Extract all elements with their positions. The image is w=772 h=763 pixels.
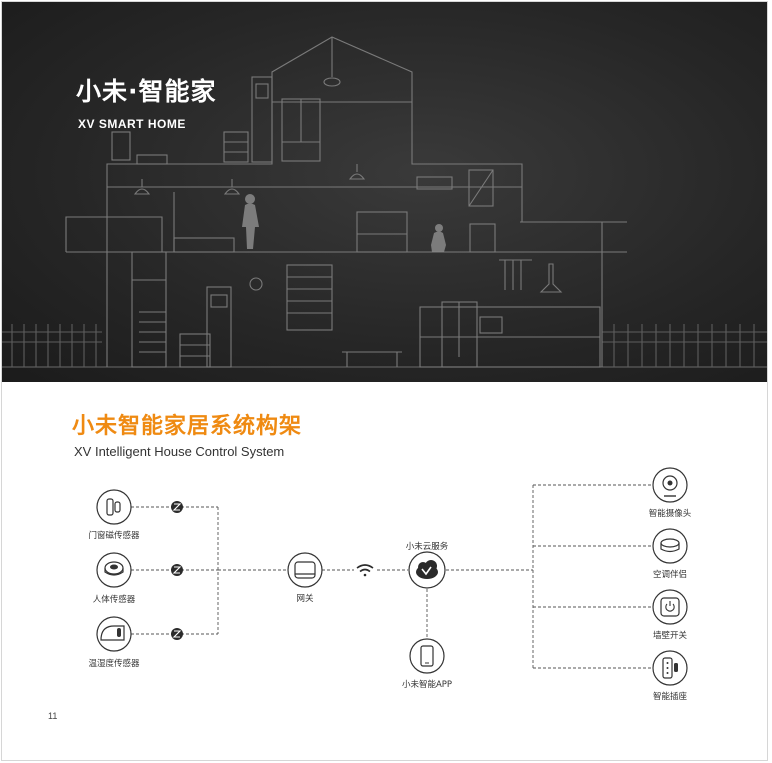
cloud-logo-icon — [408, 551, 446, 589]
section-subtitle: XV Intelligent House Control System — [74, 444, 285, 459]
ac-companion-icon — [652, 528, 688, 564]
camera-label: 智能摄像头 — [648, 509, 692, 519]
brand-title: 小未·智能家 — [76, 77, 217, 106]
door-window-sensor-label: 门窗磁传感器 — [88, 531, 140, 541]
hero-banner: 小未·智能家 XV SMART HOME — [2, 2, 767, 382]
camera-icon — [652, 467, 688, 503]
section-title: 小未智能家居系统构架 — [72, 414, 303, 439]
motion-sensor-icon — [96, 552, 132, 588]
cloud-service-label: 小未云服务 — [405, 542, 449, 552]
smart-socket-icon — [652, 650, 688, 686]
motion-sensor-label: 人体传感器 — [92, 595, 136, 605]
house-line-illustration — [2, 36, 767, 368]
app-label: 小未智能APP — [401, 680, 453, 690]
wall-switch-label: 墙壁开关 — [652, 631, 688, 641]
gateway-label: 网关 — [296, 594, 314, 604]
brand-subtitle: XV SMART HOME — [78, 117, 186, 131]
smartphone-icon — [409, 638, 445, 674]
wall-switch-icon — [652, 589, 688, 625]
door-window-sensor-icon — [96, 489, 132, 525]
thermo-hygrometer-label: 温湿度传感器 — [88, 659, 140, 669]
gateway-icon — [287, 552, 323, 588]
page-number: 11 — [48, 711, 58, 721]
ac-companion-label: 空调伴侣 — [652, 570, 688, 580]
smart-socket-label: 智能插座 — [652, 692, 688, 702]
zigbee-icon — [171, 564, 183, 576]
connection-lines — [131, 484, 652, 669]
zigbee-icon — [171, 628, 183, 640]
thermo-hygrometer-icon — [96, 616, 132, 652]
zigbee-icon — [171, 501, 183, 513]
wifi-icon — [354, 563, 376, 579]
